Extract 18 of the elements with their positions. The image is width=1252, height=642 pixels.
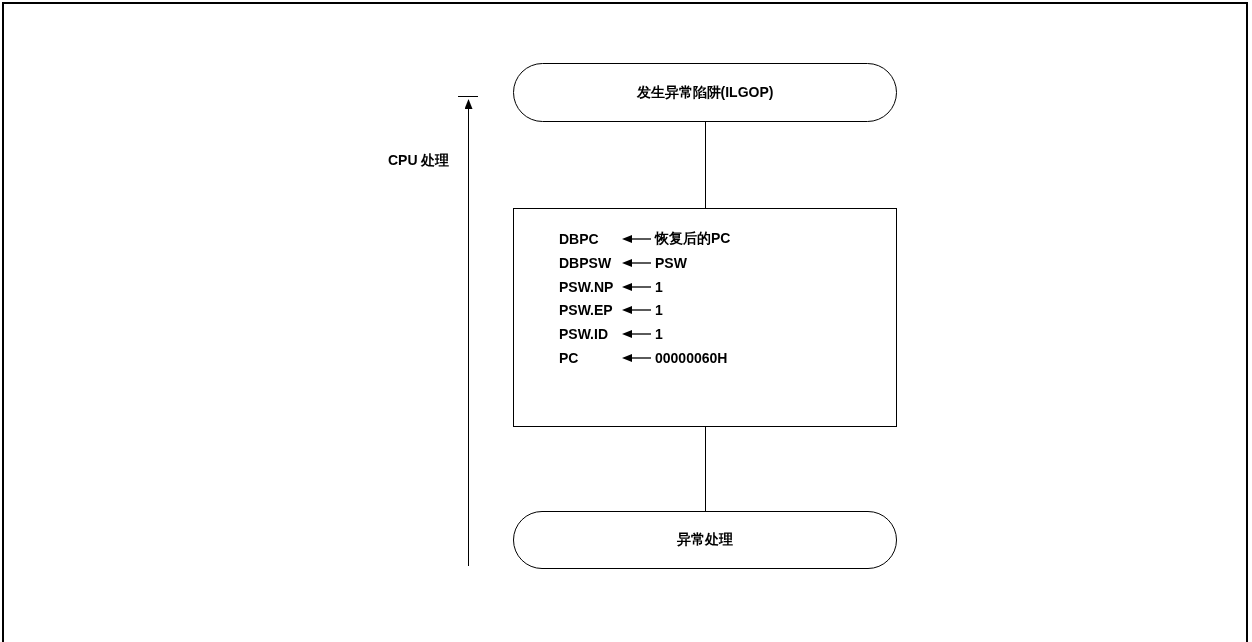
- assigned-value: 00000060H: [655, 350, 728, 366]
- register-name: PSW.ID: [559, 326, 608, 343]
- register-name: PSW.NP: [559, 278, 614, 295]
- assigned-value: 1: [655, 326, 663, 343]
- register-name: DBPSW: [559, 254, 612, 271]
- assigned-value: 恢复后的PC: [655, 230, 731, 248]
- assigned-value: 1: [655, 278, 663, 295]
- register-name: DBPC: [559, 231, 599, 247]
- assigned-value: 1: [655, 302, 663, 319]
- terminal-label: 异常处理: [677, 531, 733, 549]
- register-name: PC: [559, 350, 579, 366]
- side-label: CPU 处理: [388, 152, 450, 170]
- connector-line: [705, 426, 706, 512]
- process-box: [513, 208, 897, 427]
- assigned-value: PSW: [655, 254, 687, 271]
- connector-line: [705, 121, 706, 209]
- terminal-label: 发生异常陷阱(ILGOP): [636, 83, 774, 102]
- register-name: PSW.EP: [559, 302, 613, 319]
